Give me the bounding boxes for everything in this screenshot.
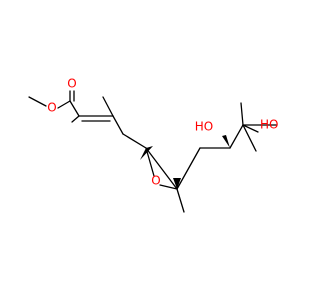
atom-labels: O O O HO HO	[47, 77, 278, 188]
structure-canvas: O O O HO HO	[28, 77, 278, 213]
label-carbonyl-oxygen: O	[67, 77, 76, 91]
bond-epoxide-c1-c2	[145, 147, 178, 190]
bond-quaternary-methyl-top	[240, 102, 244, 126]
bond-alkene-methyl	[102, 96, 114, 117]
bond-epoxide-c1-o	[145, 147, 155, 177]
stereo-wedges	[140, 135, 230, 189]
hydroxyl-wedge	[222, 135, 230, 148]
bond-tertiary-oh	[242, 124, 259, 133]
bond-chain-1	[112, 115, 124, 135]
label-ester-oxygen: O	[47, 101, 56, 115]
label-hydroxyl-secondary: HO	[195, 120, 213, 134]
label-epoxide-oxygen: O	[151, 174, 160, 188]
molecule-diagram: O O O HO HO	[28, 77, 278, 213]
bond-alpha-h	[71, 115, 80, 123]
label-hydroxyl-tertiary: HO	[260, 118, 278, 132]
bond-side-1	[176, 147, 201, 190]
bond-methyl-ester-o	[28, 96, 47, 107]
epoxide-c2-wedge	[173, 178, 181, 189]
bond-epoxide-o-c2	[159, 184, 178, 190]
epoxide-c1-wedge	[140, 146, 153, 160]
bond-side-3	[229, 124, 244, 149]
bond-carbonyl-c-alpha-c	[69, 100, 80, 117]
bonds	[28, 90, 277, 213]
bond-epoxide-methyl	[176, 188, 185, 213]
bond-chain-2	[122, 133, 147, 149]
bond-quaternary-methyl-bottom	[242, 124, 257, 152]
bond-ester-o-carbonyl-c	[57, 100, 71, 109]
